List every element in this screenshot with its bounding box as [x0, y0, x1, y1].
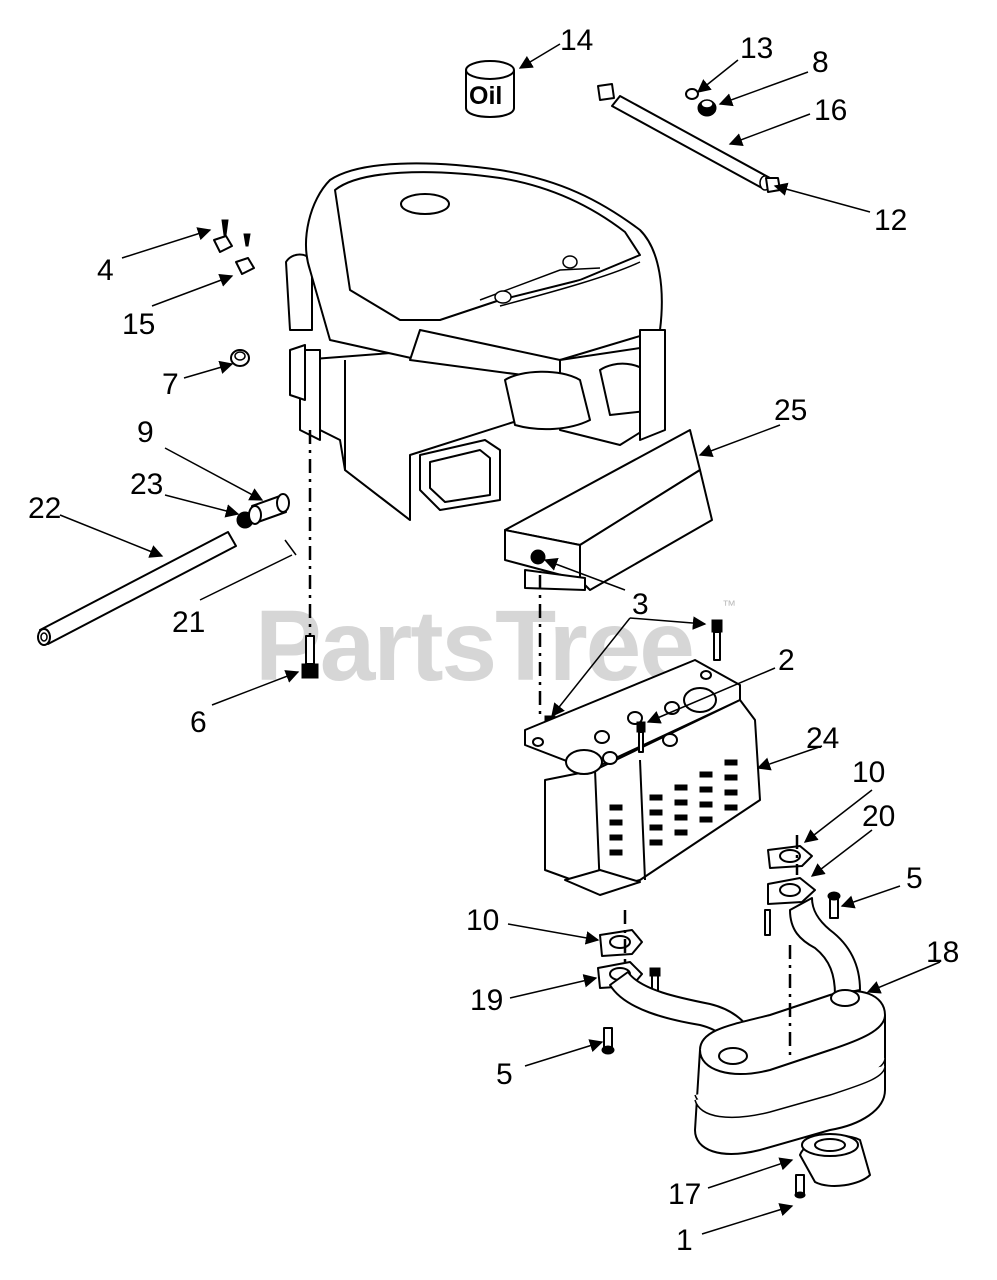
callout-13: 13: [740, 32, 773, 65]
muffler-guard: [524, 659, 761, 896]
callout-21: 21: [172, 606, 205, 639]
callout-14: 14: [560, 24, 593, 57]
callout-9: 9: [137, 416, 154, 449]
callout-numbers: 14 13 8 16 12 4 15 7 9 23 22 21 6 25 3 2…: [28, 24, 959, 1257]
oil-filter: Oil: [465, 60, 515, 118]
watermark-trademark: ™: [722, 597, 736, 613]
callout-arrows: [59, 43, 941, 1235]
callout-2: 2: [778, 644, 795, 677]
hardware-top-left: [213, 219, 255, 367]
callout-19: 19: [470, 984, 503, 1017]
callout-17: 17: [668, 1178, 701, 1211]
heat-shield: [504, 429, 713, 591]
callout-1: 1: [676, 1224, 693, 1257]
gaskets-right: [764, 845, 816, 936]
callout-10-left: 10: [466, 904, 499, 937]
callout-10-right: 10: [852, 756, 885, 789]
callout-5-left: 5: [496, 1058, 513, 1091]
callout-20: 20: [862, 800, 895, 833]
callout-18: 18: [926, 936, 959, 969]
engine: [285, 162, 666, 521]
callout-12: 12: [874, 204, 907, 237]
callout-8: 8: [812, 46, 829, 79]
bolts-5: [601, 891, 841, 1055]
callout-25: 25: [774, 394, 807, 427]
callout-15: 15: [122, 308, 155, 341]
callout-22: 22: [28, 492, 61, 525]
deflector: [794, 1133, 871, 1199]
bolt-6: [301, 635, 319, 679]
tick-21: [284, 539, 297, 556]
fuel-line: [37, 493, 290, 646]
callout-6: 6: [190, 706, 207, 739]
breather-hose: [597, 83, 781, 193]
callout-5-right: 5: [906, 862, 923, 895]
callout-23: 23: [130, 468, 163, 501]
oil-label: Oil: [469, 82, 502, 110]
callout-4: 4: [97, 254, 114, 287]
muffler: [609, 897, 886, 1155]
callout-3: 3: [632, 588, 649, 621]
watermark-text: PartsTree: [255, 590, 693, 702]
callout-16: 16: [814, 94, 847, 127]
callout-7: 7: [162, 368, 179, 401]
callout-24: 24: [806, 722, 839, 755]
